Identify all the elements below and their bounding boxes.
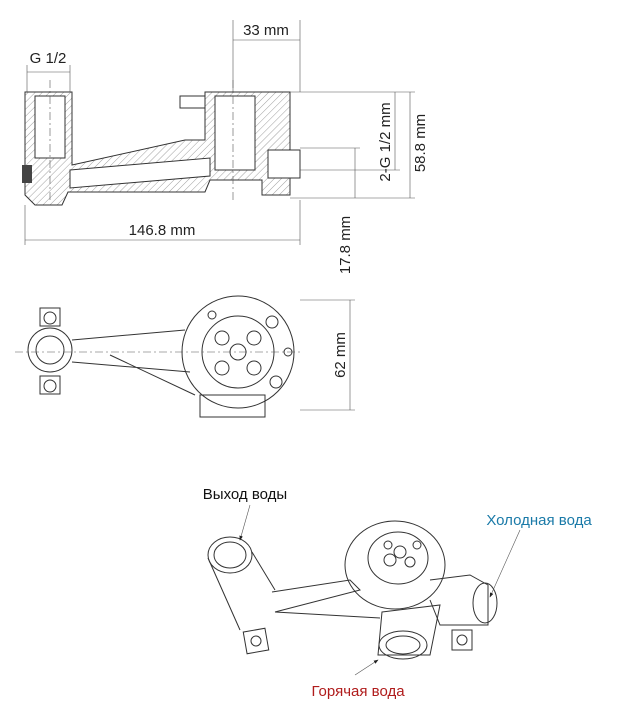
dim-58-8mm: 58.8 mm bbox=[412, 114, 429, 172]
label-cold-water: Холодная вода bbox=[486, 512, 592, 529]
section-view bbox=[22, 80, 301, 206]
dim-33mm: 33 mm bbox=[243, 22, 289, 39]
plan-view bbox=[15, 295, 300, 418]
label-hot-water: Горячая вода bbox=[311, 683, 405, 700]
dim-62mm: 62 mm bbox=[332, 332, 349, 378]
dimension-lines bbox=[24, 20, 415, 411]
dim-146-8mm: 146.8 mm bbox=[129, 222, 196, 239]
dim-17-8mm: 17.8 mm bbox=[337, 216, 354, 274]
isometric-view bbox=[207, 520, 498, 660]
dim-g12: G 1/2 bbox=[30, 50, 67, 67]
label-outlet: Выход воды bbox=[203, 486, 287, 503]
dim-2-g12: 2-G 1/2 mm bbox=[377, 102, 394, 181]
